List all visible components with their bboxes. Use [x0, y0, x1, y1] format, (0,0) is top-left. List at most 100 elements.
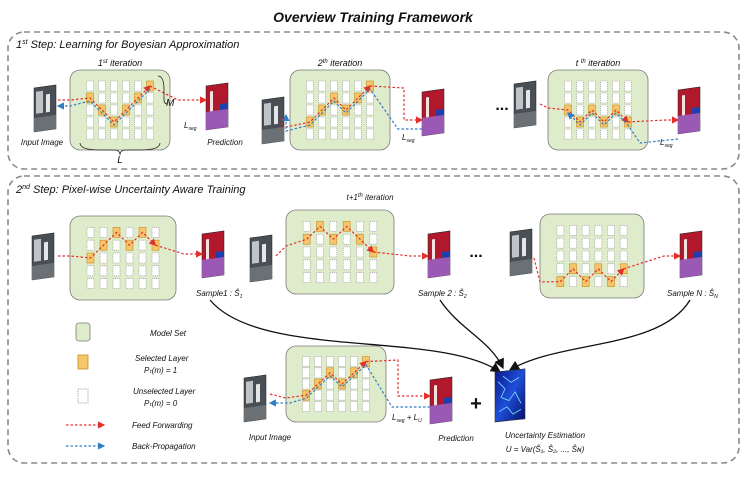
input-image-s1-building: [34, 238, 41, 262]
unselected-layer: [354, 116, 362, 128]
input-image-t: [513, 80, 537, 129]
unselected-layer: [306, 80, 314, 92]
legend-selected-label: Selected Layer: [135, 354, 189, 363]
unselected-layer: [302, 259, 311, 271]
sample2-to-uncertainty-arrow: [439, 299, 504, 370]
unselected-layer: [362, 378, 370, 390]
loss-seg-t: Lseg: [660, 138, 673, 149]
unselected-layer: [342, 272, 351, 283]
unselected-layer: [329, 221, 338, 232]
unselected-layer: [607, 263, 615, 275]
selected-layer: [588, 104, 596, 116]
unselected-layer: [316, 246, 324, 258]
unselected-layer: [607, 237, 615, 249]
unselected-layer: [581, 237, 590, 249]
unselected-layer: [151, 252, 160, 264]
unselected-layer: [138, 239, 147, 251]
unselected-layer: [146, 128, 154, 140]
unselected-layer: [112, 278, 121, 289]
unselected-layer: [146, 92, 154, 104]
unselected-layer: [556, 250, 565, 262]
unselected-layer: [366, 128, 374, 140]
unselected-layer: [316, 233, 324, 245]
input-image-s2-building: [252, 240, 259, 264]
input-image-2-road: [262, 126, 284, 144]
unselected-layer: [581, 263, 590, 275]
feed-forward-path-t: [539, 103, 629, 123]
unselected-layer: [110, 128, 118, 140]
unselected-layer: [354, 128, 362, 140]
unselected-layer: [612, 116, 620, 128]
unselected-layer: [302, 246, 311, 258]
unselected-layer: [342, 233, 351, 245]
unselected-layer: [356, 272, 364, 283]
model-set-itert-box: [547, 69, 649, 151]
unselected-layer: [318, 80, 326, 92]
input-image-t-pole: [526, 89, 530, 109]
feed-forward-path-1: [58, 85, 151, 123]
unselected-layer: [624, 104, 632, 116]
unselected-layer: [556, 237, 565, 249]
unselected-layer: [86, 116, 94, 128]
prediction-image-bottom-car: [444, 396, 452, 405]
unselected-layer: [342, 92, 350, 104]
input-image-t-road: [514, 110, 536, 128]
unselected-layer: [302, 401, 310, 412]
unselected-layer: [329, 259, 338, 271]
unselected-layer: [326, 378, 334, 390]
unselected-layer: [366, 104, 374, 116]
uncertainty-map-bg: [494, 368, 526, 423]
unselected-layer: [588, 80, 596, 92]
unselected-layer: [354, 104, 362, 116]
unselected-layer: [588, 116, 596, 128]
unselected-layer: [112, 239, 121, 251]
unselected-layer: [138, 278, 147, 289]
unselected-layer: [125, 252, 134, 264]
unselected-layer: [86, 239, 95, 251]
unselected-layer: [342, 116, 350, 128]
legend-selected-formula: Pₜ(m) = 1: [144, 366, 177, 375]
unselected-layer: [330, 80, 338, 92]
unselected-layer: [99, 227, 108, 238]
input-image-bottom-building: [246, 380, 253, 404]
unselected-layer: [110, 92, 118, 104]
unselected-layer: [564, 80, 572, 92]
unselected-layer: [356, 221, 364, 232]
step2-frame: [7, 175, 740, 464]
unselected-layer: [98, 116, 106, 128]
unselected-layer: [581, 250, 590, 262]
step1-ellipsis: ...: [495, 97, 508, 114]
sampleN-to-uncertainty-arrow: [508, 299, 691, 371]
back-prop-path-t: [567, 112, 679, 144]
input-image-2-building: [264, 102, 271, 126]
unselected-layer: [624, 92, 632, 104]
prediction-image-s2-car: [442, 250, 450, 259]
unselected-layer: [342, 246, 351, 258]
unselected-layer: [576, 128, 584, 140]
prediction-image-s2-road: [428, 256, 450, 278]
prediction-image-s1-car: [216, 250, 224, 259]
unselected-layer: [125, 227, 134, 238]
unselected-layer: [318, 116, 326, 128]
unselected-layer: [112, 252, 121, 264]
unselected-layer: [122, 128, 130, 140]
unselected-layer: [600, 128, 608, 140]
feed-forward-path-2: [281, 85, 371, 129]
back-prop-path-1: [56, 88, 151, 126]
prediction-image-1: [205, 82, 229, 131]
unselected-layer: [576, 92, 584, 104]
unselected-layer: [369, 221, 378, 232]
feed-forward-out-2: [369, 85, 424, 124]
unselected-layer: [362, 367, 370, 379]
unselected-layer: [624, 128, 632, 140]
unselected-layer: [146, 104, 154, 116]
unselected-layer: [350, 356, 358, 367]
bottom-prediction-label: Prediction: [438, 434, 474, 443]
unselected-layer: [86, 278, 95, 289]
feed-forward-path-s1: [58, 231, 157, 259]
unselected-layer: [138, 265, 147, 277]
unselected-layer: [330, 128, 338, 140]
unselected-layer: [110, 80, 118, 92]
unselected-layer: [369, 233, 378, 245]
unselected-layer: [338, 356, 346, 367]
